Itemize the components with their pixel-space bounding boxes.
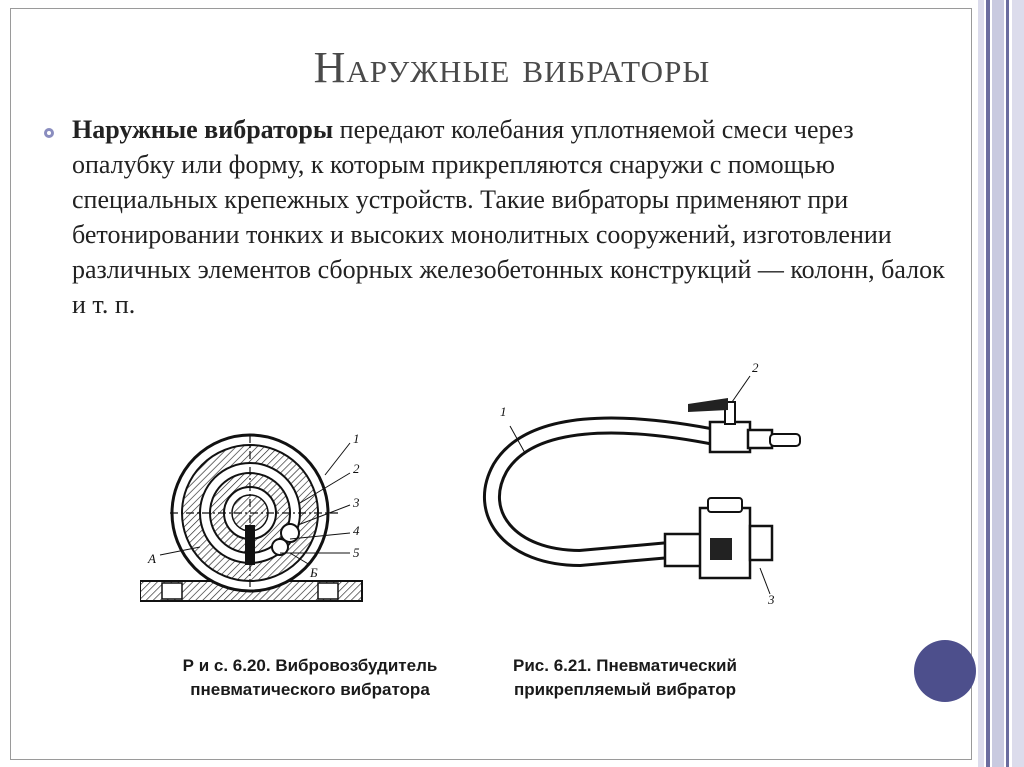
- figure-pneumatic-vibrator: 2 1 3: [482, 360, 801, 607]
- figure2-caption-line2: прикрепляемый вибратор: [513, 680, 737, 699]
- decor-circle: [914, 640, 976, 702]
- decor-bar-5: [1012, 0, 1024, 767]
- bullet-rest: передают колебания уплотняемой смеси чер…: [72, 115, 945, 319]
- fig1-label-1: 1: [353, 431, 360, 446]
- fig2-label-1: 1: [500, 404, 507, 419]
- fig1-label-b: Б: [309, 565, 318, 580]
- bullet-bold: Наружные вибраторы: [72, 115, 334, 144]
- slide-title: Наружные вибраторы: [313, 43, 711, 92]
- figure-vibration-exciter: 1 2 3 4 5 А Б: [140, 431, 363, 602]
- bullet-text: Наружные вибраторы передают колебания уп…: [72, 112, 962, 322]
- fig1-label-3: 3: [352, 495, 360, 510]
- figure1-caption-line1: Р и с. 6.20. Вибровозбудитель: [182, 656, 438, 675]
- decor-bar-3: [992, 0, 1004, 767]
- fig2-label-2: 2: [752, 360, 759, 375]
- decor-bar-2: [986, 0, 990, 767]
- decor-bar-4: [1006, 0, 1009, 767]
- fig1-label-a: А: [147, 551, 156, 566]
- slide-frame: [10, 8, 972, 760]
- fig1-label-4: 4: [353, 523, 360, 538]
- figure1-caption: Р и с. 6.20. Вибровозбудитель пневматиче…: [150, 654, 470, 702]
- figure1-caption-line2: пневматического вибратора: [190, 680, 430, 699]
- fig2-label-3: 3: [767, 592, 775, 607]
- decor-bar-1: [978, 0, 984, 767]
- figure2-caption: Рис. 6.21. Пневматический прикрепляемый …: [470, 654, 780, 702]
- figure2-caption-line1: Рис. 6.21. Пневматический: [513, 656, 737, 675]
- fig1-label-2: 2: [353, 461, 360, 476]
- bullet-icon: [44, 128, 54, 138]
- fig1-label-5: 5: [353, 545, 360, 560]
